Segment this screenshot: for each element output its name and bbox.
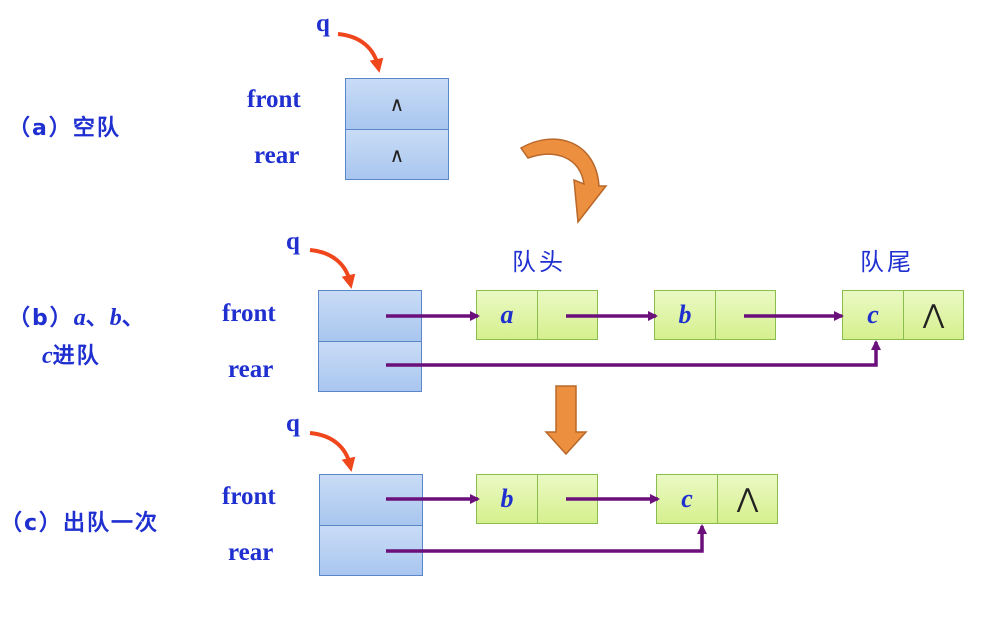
caption-dequeue-once: （c）出队一次 bbox=[0, 511, 160, 536]
node-data-c: c bbox=[843, 291, 903, 339]
node-data-b-c: b bbox=[477, 475, 537, 523]
rear-label-a: rear bbox=[254, 142, 300, 169]
pointer-q-label-c: q bbox=[286, 410, 300, 437]
transition-arrow-a-to-b bbox=[519, 138, 608, 224]
front-label-b: front bbox=[222, 300, 276, 327]
node-next-c-c-null: ⋀ bbox=[717, 475, 777, 523]
queue-head-label: 队头 bbox=[512, 248, 566, 276]
q-pointer-arrow-c bbox=[309, 431, 356, 472]
node-data-c-c: c bbox=[657, 475, 717, 523]
node-c-c: c ⋀ bbox=[656, 474, 778, 524]
caption-enqueue: （b）a、b、 bbox=[8, 300, 146, 332]
caption-empty-queue: （a）空队 bbox=[8, 116, 121, 141]
node-c-b: c ⋀ bbox=[842, 290, 964, 340]
caption-enqueue-tail: 进队 bbox=[52, 344, 101, 369]
caption-enqueue-line2: c进队 bbox=[42, 338, 101, 370]
rear-to-c-link-c bbox=[386, 524, 707, 553]
node-data-b: b bbox=[655, 291, 715, 339]
queue-header-a: ∧ ∧ bbox=[345, 78, 449, 180]
rear-to-c-link bbox=[386, 340, 881, 367]
queue-tail-label: 队尾 bbox=[860, 248, 914, 276]
caption-enqueue-a: a bbox=[73, 305, 86, 331]
pointer-q-label-a: q bbox=[316, 10, 330, 37]
front-label-c: front bbox=[222, 483, 276, 510]
transition-arrow-b-to-c bbox=[544, 385, 588, 456]
node-data-a: a bbox=[477, 291, 537, 339]
rear-field-a: ∧ bbox=[346, 129, 448, 179]
rear-label-c: rear bbox=[228, 539, 274, 566]
q-pointer-arrow-a bbox=[337, 32, 384, 73]
node-next-c-null: ⋀ bbox=[903, 291, 963, 339]
caption-enqueue-c: c bbox=[42, 343, 53, 369]
caption-enqueue-open: （b） bbox=[8, 306, 74, 331]
queue-header-c bbox=[319, 474, 423, 576]
rear-label-b: rear bbox=[228, 356, 274, 383]
caption-enqueue-b: b bbox=[109, 305, 122, 331]
pointer-q-label-b: q bbox=[286, 228, 300, 255]
caption-enqueue-sep2: 、 bbox=[121, 306, 146, 331]
front-field-a: ∧ bbox=[346, 79, 448, 129]
caption-enqueue-sep1: 、 bbox=[85, 306, 110, 331]
front-label-a: front bbox=[247, 86, 301, 113]
q-pointer-arrow-b bbox=[309, 248, 356, 289]
